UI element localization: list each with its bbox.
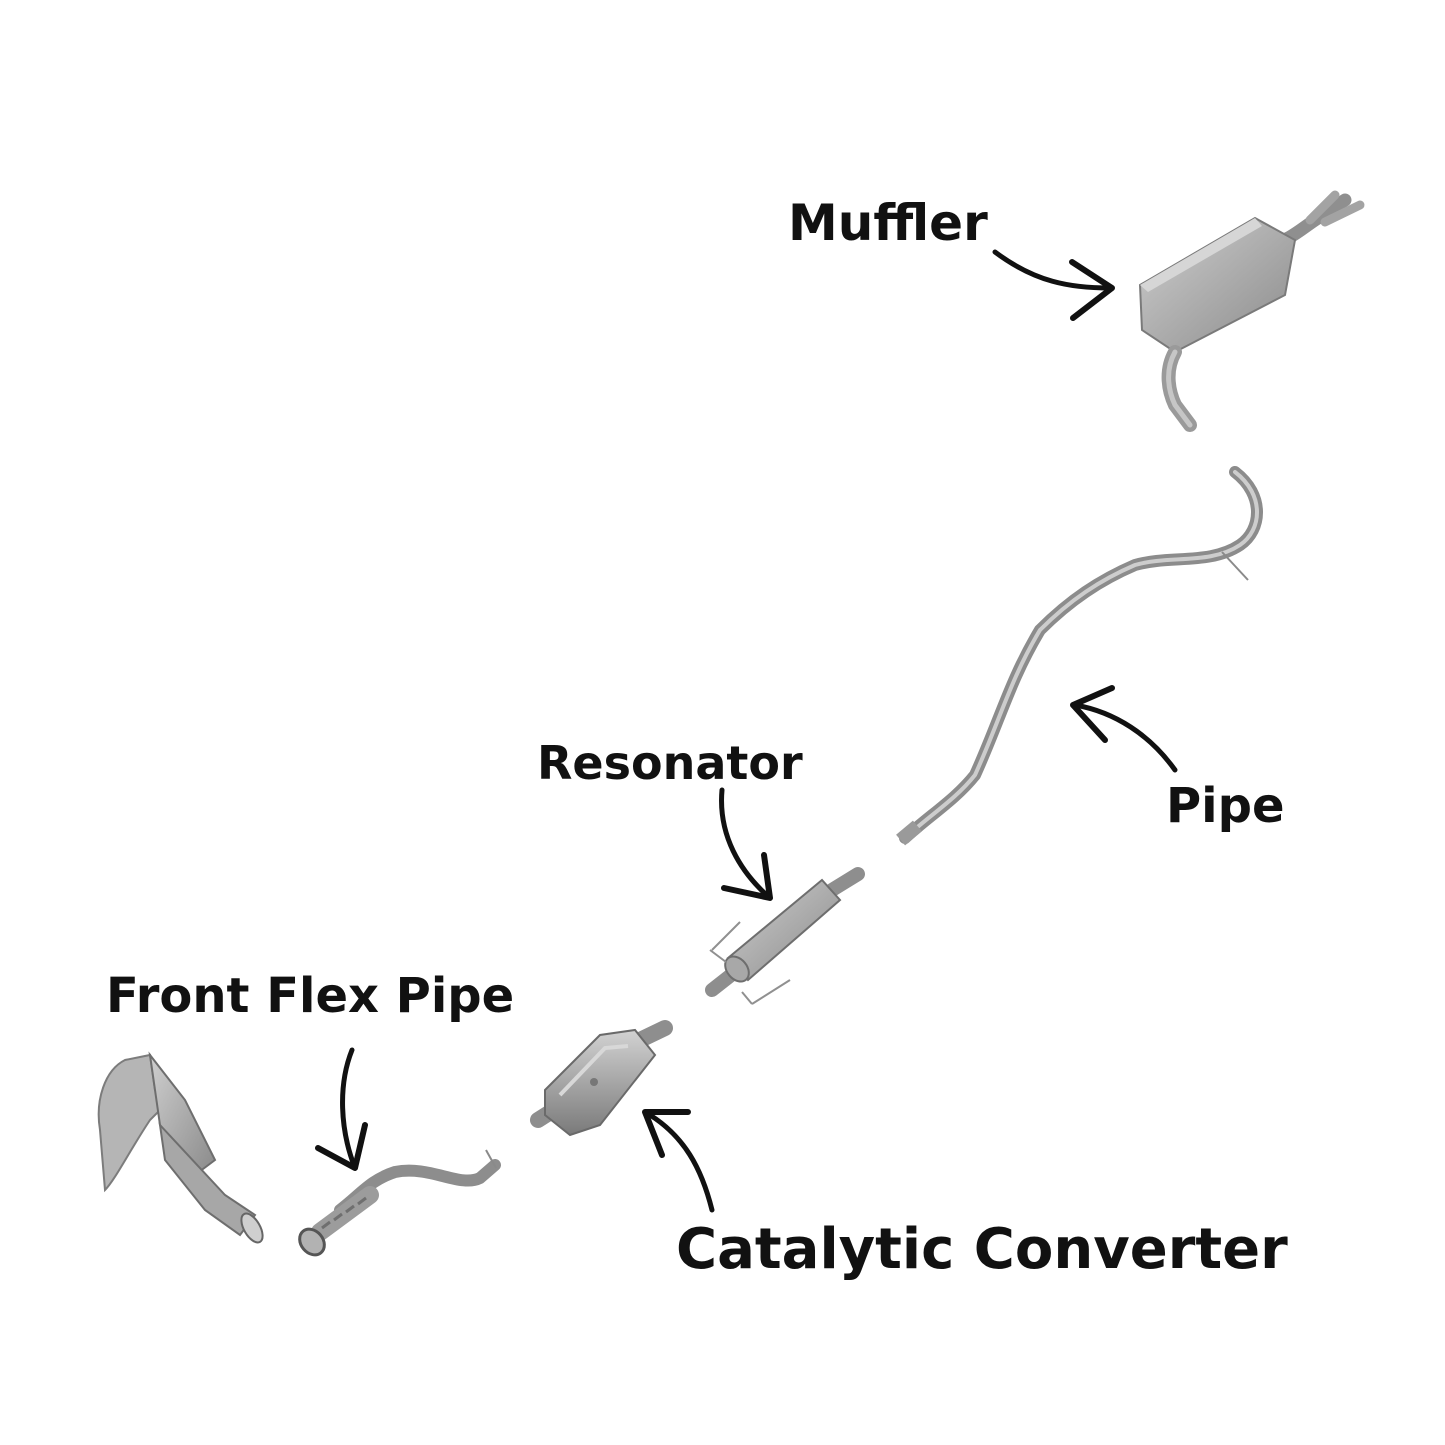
pipe-part (896, 466, 1263, 846)
arrow-pipe (1070, 685, 1178, 773)
arrow-muffler (992, 249, 1115, 321)
front-flex-pipe-part (298, 1149, 501, 1257)
exhaust-manifold-part (97, 1051, 264, 1244)
front-flex-pipe-label: Front Flex Pipe (106, 968, 515, 1024)
arrow-front-flex-pipe (315, 1047, 368, 1171)
arrow-catalytic-converter (642, 1109, 715, 1213)
catalytic-converter-label: Catalytic Converter (676, 1217, 1288, 1282)
muffler-label: Muffler (788, 194, 988, 252)
pipe-label: Pipe (1166, 778, 1285, 834)
catalytic-converter-part (530, 1020, 673, 1137)
resonator-label: Resonator (537, 736, 803, 790)
resonator-part (705, 867, 865, 1005)
arrow-resonator (719, 787, 773, 901)
muffler-part (1138, 190, 1365, 432)
